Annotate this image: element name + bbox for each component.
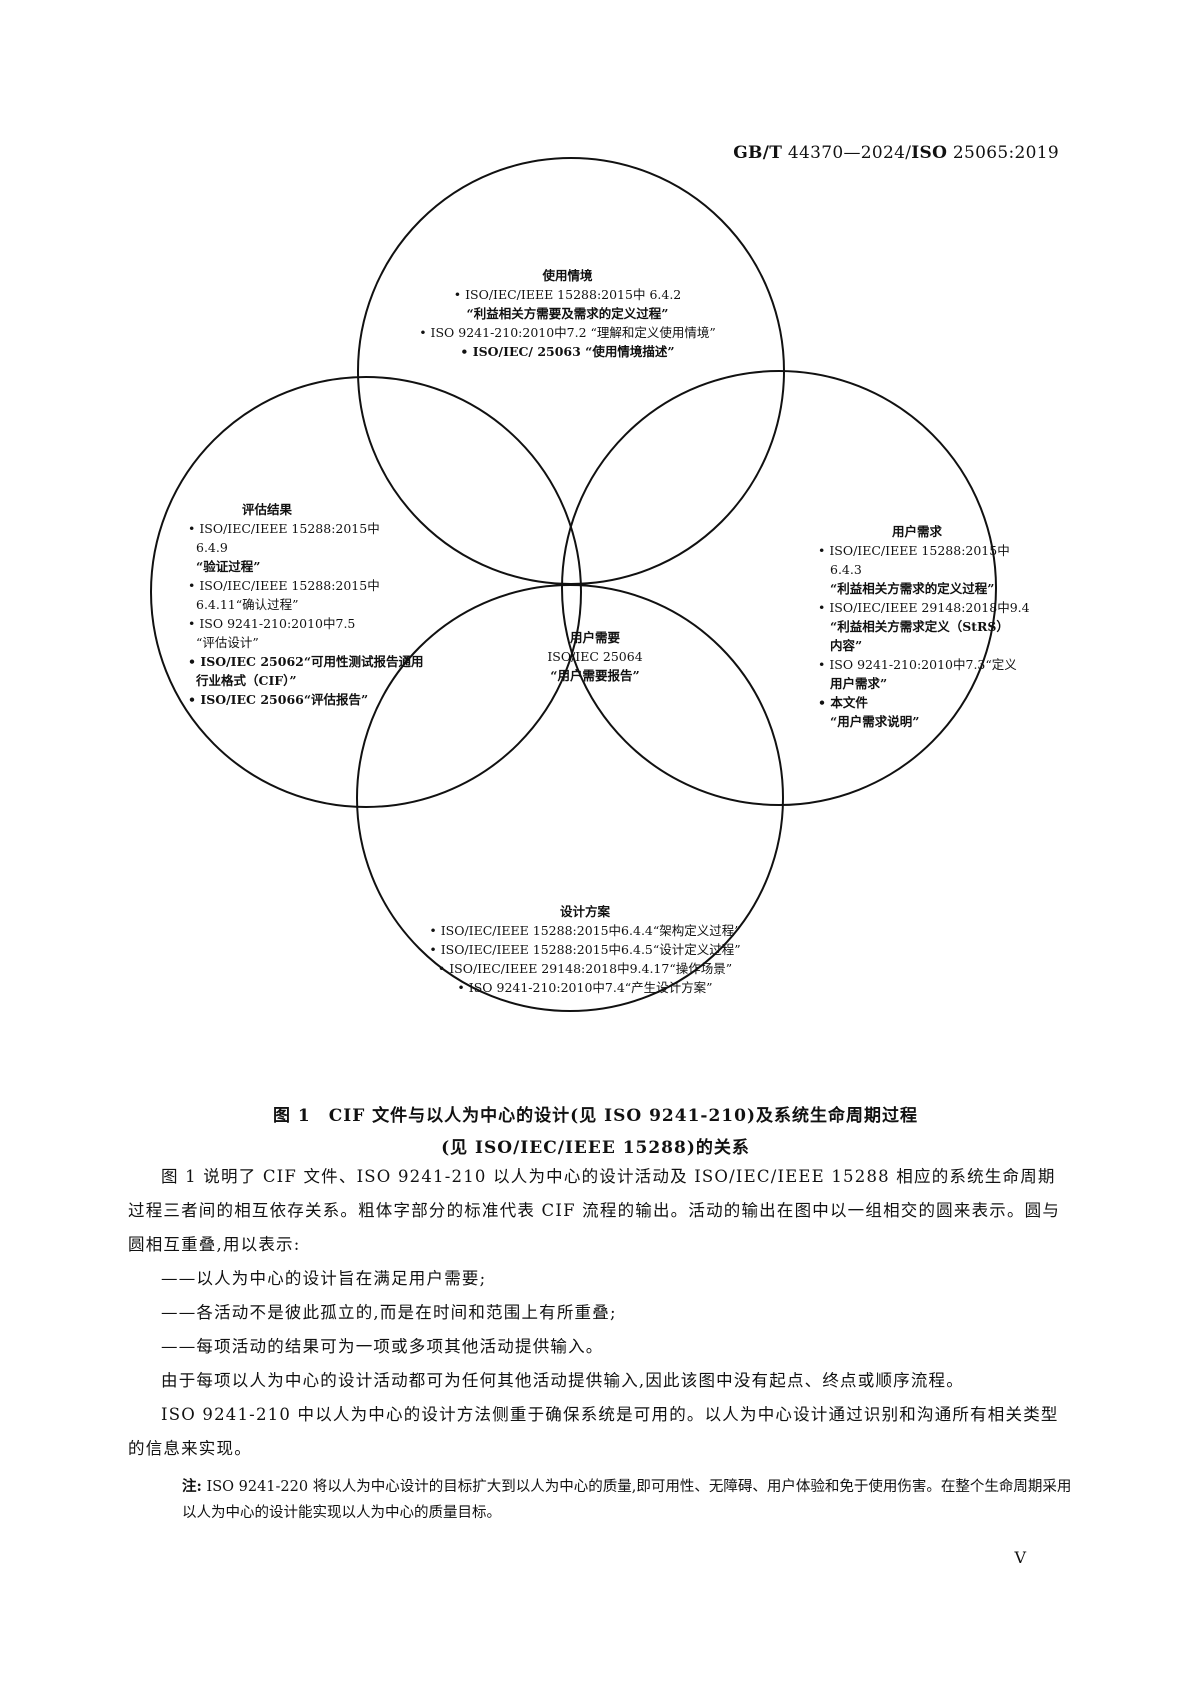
paragraph-2: 由于每项以人为中心的设计活动都可为任何其他活动提供输入,因此该图中没有起点、终点… (161, 1371, 964, 1390)
figure-caption-line1: 图 1 CIF 文件与以人为中心的设计(见 ISO 9241-210)及系统生命… (272, 1106, 919, 1126)
circle-design-solutions (356, 584, 784, 1012)
body-text: 图 1 说明了 CIF 文件、ISO 9241-210 以人为中心的设计活动及 … (128, 1160, 1062, 1466)
user-requirements-title: 用户需求 (892, 524, 943, 539)
dash-item-2: ——各活动不是彼此孤立的,而是在时间和范围上有所重叠; (161, 1303, 617, 1322)
list-item: “用户需求说明” (830, 714, 920, 729)
paragraph-1: 图 1 说明了 CIF 文件、ISO 9241-210 以人为中心的设计活动及 … (128, 1167, 1061, 1254)
list-item: “利益相关方需求的定义过程” (830, 581, 995, 596)
dash-item-3: ——每项活动的结果可为一项或多项其他活动提供输入。 (161, 1337, 604, 1356)
list-item: • ISO/IEC/IEEE 15288:2015中 6.4.2 (453, 287, 682, 302)
list-item: • ISO/IEC/IEEE 15288:2015中6.4.4“架构定义过程” (429, 923, 741, 938)
venn-diagram: 使用情境 • ISO/IEC/IEEE 15288:2015中 6.4.2 “利… (150, 157, 1058, 1012)
figure-caption-line2: (见 ISO/IEC/IEEE 15288)的关系 (441, 1138, 750, 1158)
list-item: 6.4.3 (830, 562, 862, 577)
note-text: ISO 9241-220 将以人为中心设计的目标扩大到以人为中心的质量,即可用性… (182, 1479, 1072, 1521)
note-label: 注: (182, 1478, 202, 1495)
list-item: • ISO/IEC/ 25063 “使用情境描述” (460, 344, 675, 359)
list-item: “验证过程” (196, 559, 261, 574)
list-item: • ISO/IEC/IEEE 15288:2015中 (818, 543, 1010, 558)
page-number: V (1014, 1548, 1026, 1567)
note: 注: ISO 9241-220 将以人为中心设计的目标扩大到以人为中心的质量,即… (182, 1474, 1072, 1526)
design-solutions-text: 设计方案 • ISO/IEC/IEEE 15288:2015中6.4.4“架构定… (420, 902, 750, 997)
list-item: 6.4.9 (196, 540, 228, 555)
list-item: • ISO/IEC/IEEE 15288:2015中6.4.5“设计定义过程” (429, 942, 741, 957)
context-of-use-text: 使用情境 • ISO/IEC/IEEE 15288:2015中 6.4.2 “利… (390, 266, 745, 361)
list-item: “利益相关方需求定义（StRS） (830, 619, 1009, 634)
list-item: 行业格式（CIF）” (196, 673, 297, 688)
user-needs-text: 用户需要 ISO/IEC 25064 “用户需要报告” (505, 628, 685, 685)
list-item: 用户需求” (830, 676, 888, 691)
context-of-use-title: 使用情境 (542, 268, 593, 283)
list-item: 内容” (830, 638, 863, 653)
list-item: “用户需要报告” (550, 668, 640, 683)
list-item: • ISO 9241-210:2010中7.4“产生设计方案” (457, 980, 713, 995)
list-item: ISO/IEC 25064 (547, 649, 643, 664)
list-item: • 本文件 (818, 695, 868, 710)
standard-header: GB/T 44370—2024/ISO 25065:2019 (733, 143, 1059, 163)
dash-item-1: ——以人为中心的设计旨在满足用户需要; (161, 1269, 487, 1288)
list-item: • ISO 9241-210:2010中7.3“定义 (818, 657, 1017, 672)
list-item: • ISO/IEC 25066“评估报告” (188, 692, 369, 707)
list-item: • ISO 9241-210:2010中7.5 (188, 616, 356, 631)
list-item: • ISO/IEC/IEEE 15288:2015中 (188, 578, 380, 593)
list-item: • ISO/IEC/IEEE 29148:2018中9.4.17“操作场景” (437, 961, 733, 976)
list-item: “评估设计” (196, 635, 259, 650)
list-item: • ISO/IEC 25062“可用性测试报告通用 (188, 654, 424, 669)
list-item: 6.4.11“确认过程” (196, 597, 299, 612)
list-item: • ISO/IEC/IEEE 15288:2015中 (188, 521, 380, 536)
user-needs-title: 用户需要 (569, 630, 620, 645)
list-item: “利益相关方需要及需求的定义过程” (466, 306, 669, 321)
list-item: • ISO/IEC/IEEE 29148:2018中9.4 (818, 600, 1030, 615)
evaluation-results-title: 评估结果 (242, 502, 293, 517)
list-item: • ISO 9241-210:2010中7.2 “理解和定义使用情境” (419, 325, 716, 340)
user-requirements-text: 用户需求 • ISO/IEC/IEEE 15288:2015中 6.4.3 “利… (818, 522, 1058, 731)
paragraph-3: ISO 9241-210 中以人为中心的设计方法侧重于确保系统是可用的。以人为中… (128, 1405, 1059, 1458)
design-solutions-title: 设计方案 (559, 904, 610, 919)
evaluation-results-text: 评估结果 • ISO/IEC/IEEE 15288:2015中 6.4.9 “验… (188, 500, 428, 709)
